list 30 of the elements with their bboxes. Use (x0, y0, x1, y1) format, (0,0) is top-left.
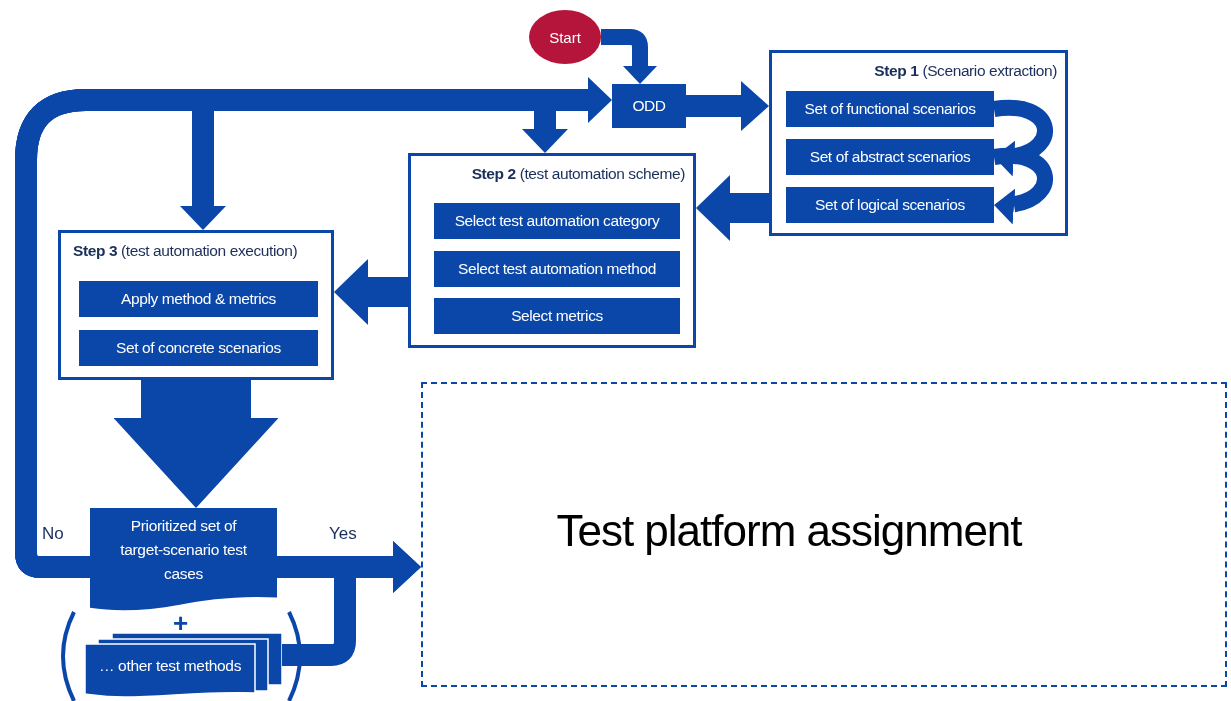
step-panel (408, 153, 696, 348)
plus-sign: + (173, 610, 189, 636)
dashed-region (421, 382, 1227, 687)
document-text: Prioritized set of target-scenario test cases (119, 516, 248, 584)
step-title: Step 1 (Scenario extraction) (874, 62, 1057, 80)
process-box: ODD (612, 84, 686, 128)
process-box: Select metrics (434, 298, 680, 334)
step-panel (58, 230, 334, 380)
document-shape (90, 508, 277, 612)
block-arrow (686, 81, 769, 131)
process-box: Set of concrete scenarios (79, 330, 318, 366)
process-box: Apply method & metrics (79, 281, 318, 317)
process-box: Select test automation method (434, 251, 680, 287)
block-arrow (696, 175, 769, 241)
process-box: Select test automation category (434, 203, 680, 239)
block-arrow (334, 259, 408, 325)
block-arrow (282, 541, 421, 666)
curved-arrow (993, 99, 1053, 175)
step-title: Step 2 (test automation scheme) (471, 165, 685, 183)
region-title: Test platform assignment (556, 505, 1022, 556)
document-stack (85, 633, 282, 697)
curved-arrow (993, 147, 1053, 223)
document-text: … other test methods (97, 656, 243, 676)
step-panel (769, 50, 1068, 236)
process-box: Set of functional scenarios (786, 91, 994, 127)
step-title: Step 3 (test automation execution) (73, 242, 298, 260)
bent-arrow (601, 29, 657, 84)
start-terminal: Start (529, 10, 601, 64)
process-box: Set of logical scenarios (786, 187, 994, 223)
process-box: Set of abstract scenarios (786, 139, 994, 175)
